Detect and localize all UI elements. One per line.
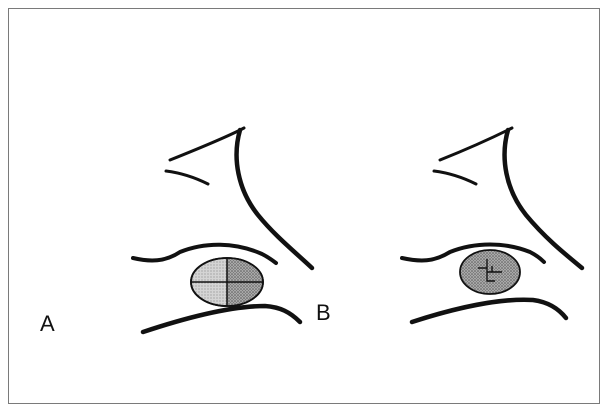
panel-b-brow-lower <box>434 171 476 184</box>
panel-b-eye <box>402 128 582 322</box>
panel-a-brow-upper <box>170 128 244 160</box>
panel-a-lower-lid <box>143 306 300 332</box>
panel-a-upper-lid <box>133 245 276 263</box>
panel-a-label: A <box>40 313 55 335</box>
panel-b-lower-lid <box>412 300 566 322</box>
panel-b-label: B <box>316 302 331 324</box>
panel-a-eye <box>133 128 312 332</box>
panel-b-brow-upper <box>440 128 512 160</box>
panel-a-brow-lower <box>166 171 208 184</box>
